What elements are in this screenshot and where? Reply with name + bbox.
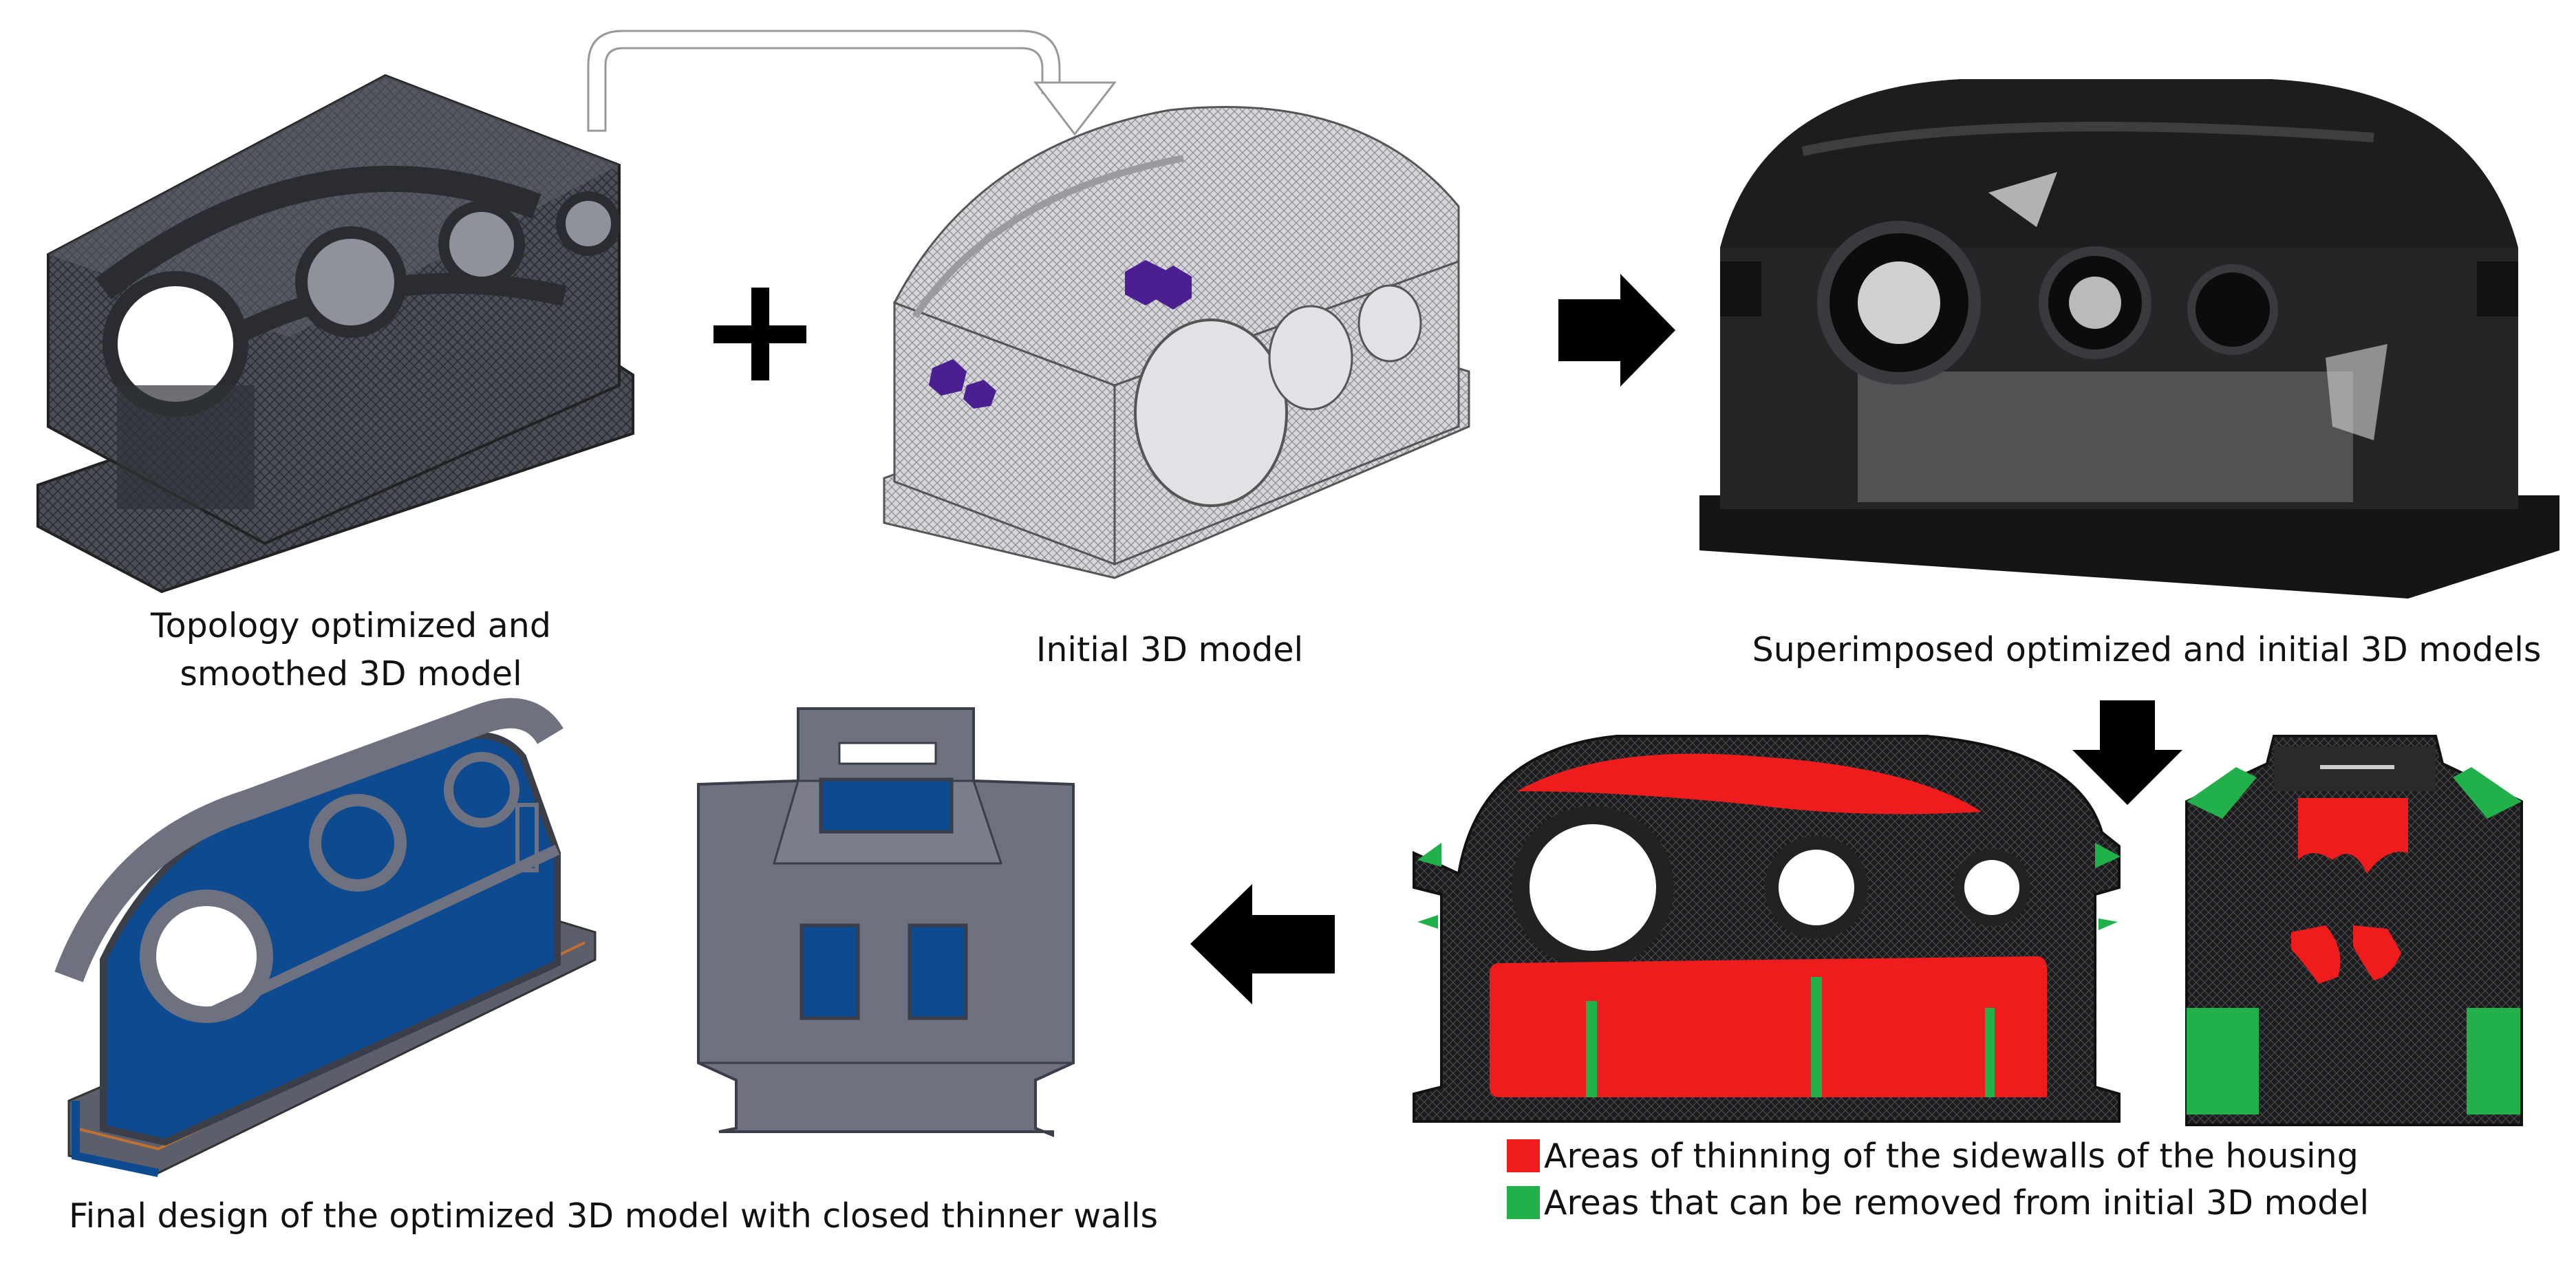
caption-topology-line-2: smoothed 3D model <box>180 654 522 693</box>
legend-swatch-green <box>1507 1186 1540 1219</box>
front-view-thinning-model <box>2185 735 2523 1126</box>
legend-removable: Areas that can be removed from initial 3… <box>1507 1182 2369 1223</box>
curved-arrow-icon <box>587 30 1117 136</box>
legend-thinning: Areas of thinning of the sidewalls of th… <box>1507 1135 2359 1176</box>
initial-model <box>883 106 1470 579</box>
caption-initial-model: Initial 3D model <box>1035 630 1304 669</box>
side-view-thinning-model <box>1413 735 2121 1123</box>
legend-swatch-red <box>1507 1139 1540 1172</box>
caption-topology-optimized: Topology optimized and smoothed 3D model <box>83 602 619 698</box>
superimposed-model <box>1699 79 2559 599</box>
final-design-front-view <box>697 707 1075 1137</box>
arrow-right-icon <box>1558 274 1675 387</box>
arrow-down-icon <box>2072 700 2182 805</box>
arrow-left-icon <box>1190 884 1335 1004</box>
caption-superimposed-models: Superimposed optimized and initial 3D mo… <box>1752 630 2542 669</box>
topology-optimized-model <box>36 74 634 594</box>
final-design-iso-view <box>54 698 597 1177</box>
plus-icon <box>713 288 806 380</box>
legend-label-thinning: Areas of thinning of the sidewalls of th… <box>1544 1136 2359 1176</box>
legend-label-removable: Areas that can be removed from initial 3… <box>1544 1183 2370 1223</box>
caption-final-design: Final design of the optimized 3D model w… <box>69 1196 1159 1236</box>
caption-topology-line-1: Topology optimized and <box>151 606 551 645</box>
